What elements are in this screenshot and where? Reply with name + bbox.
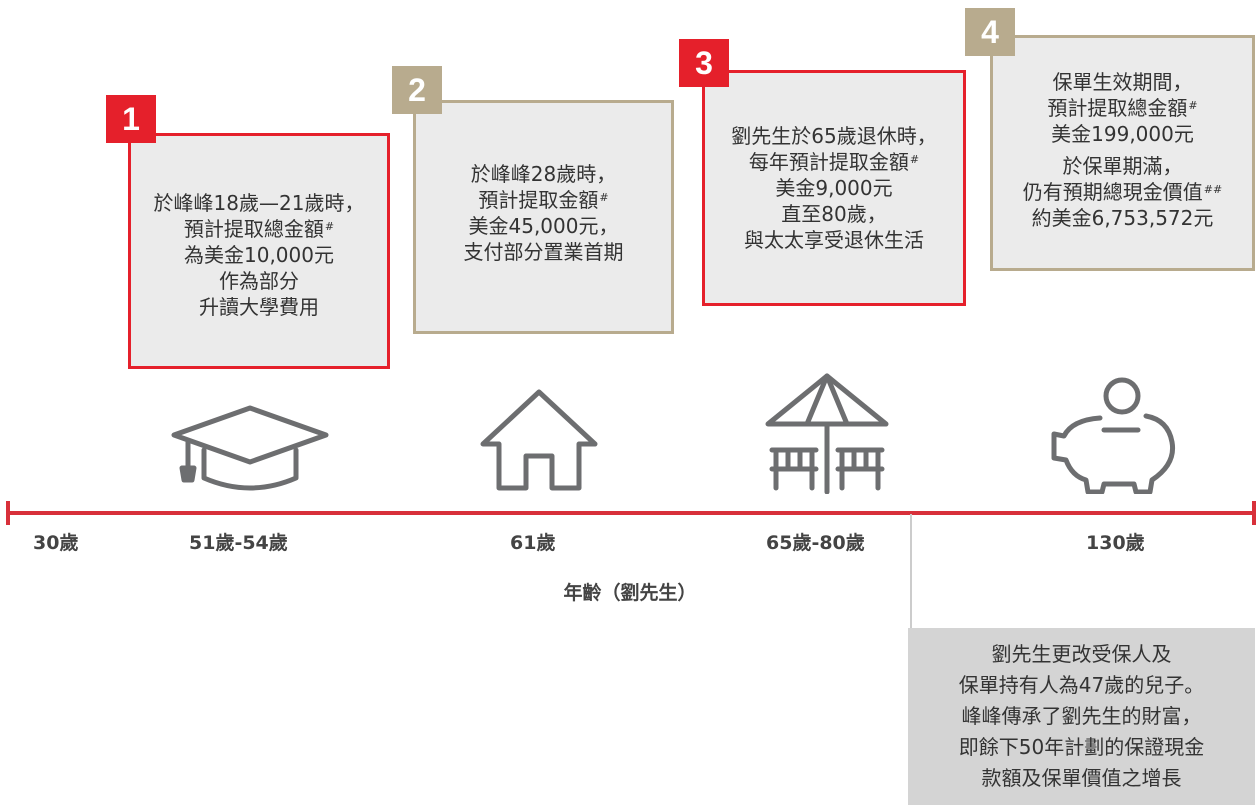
beach-umbrella-icon xyxy=(765,373,889,494)
step-2-line-1: 於峰峰28歲時， xyxy=(470,162,617,186)
timeline-start-tick xyxy=(6,501,10,525)
timeline-end-tick xyxy=(1252,501,1256,525)
step-3-line-4: 直至80歲， xyxy=(781,202,887,226)
note-line-2: 保單持有人為47歲的兒子。 xyxy=(958,673,1205,697)
step-3-footnote: # xyxy=(909,153,920,166)
age-label-30: 30歲 xyxy=(33,532,79,554)
step-2-line-2: 預計提取金額 xyxy=(478,188,599,212)
step-4-line-2: 預計提取總金額 xyxy=(1047,96,1188,120)
age-label-130: 130歲 xyxy=(1086,532,1145,554)
step-2-footnote: # xyxy=(599,191,609,204)
succession-note: 劉先生更改受保人及 保單持有人為47歲的兒子。 峰峰傳承了劉先生的財富， 即餘下… xyxy=(908,628,1255,805)
piggy-bank-icon xyxy=(1051,377,1176,494)
step-4-badge: 4 xyxy=(965,8,1015,56)
step-1-badge: 1 xyxy=(106,95,156,143)
step-2-line-3: 美金45,000元， xyxy=(468,214,619,238)
step-3-line-2: 每年預計提取金額 xyxy=(748,150,909,174)
age-label-61: 61歲 xyxy=(510,532,556,554)
step-4-line-1: 保單生效期間， xyxy=(1052,70,1193,94)
age-label-51-54: 51歲-54歲 xyxy=(189,532,288,554)
step-1-box: 於峰峰18歲—21歲時， 預計提取總金額# 為美金10,000元 作為部分 升讀… xyxy=(128,133,390,369)
note-line-4: 即餘下50年計劃的保證現金 xyxy=(958,735,1205,759)
step-3-line-3: 美金9,000元 xyxy=(775,176,893,200)
step-1-line-4: 作為部分 xyxy=(219,269,299,293)
age-label-65-80: 65歲-80歲 xyxy=(766,532,865,554)
step-4-line-5: 仍有預期總現金價值 xyxy=(1022,180,1203,204)
timeline-axis xyxy=(8,511,1256,515)
note-connector-line xyxy=(910,514,912,629)
step-4-footnote-2: ## xyxy=(1203,183,1223,196)
step-1-footnote: # xyxy=(324,220,335,233)
axis-title: 年齡（劉先生） xyxy=(563,582,697,604)
step-3-line-5: 與太太享受退休生活 xyxy=(744,228,924,252)
graduation-cap-icon xyxy=(171,405,329,491)
step-2-line-4: 支付部分置業首期 xyxy=(463,240,624,264)
step-4-line-6: 約美金6,753,572元 xyxy=(1031,206,1214,230)
step-2-badge: 2 xyxy=(392,66,442,114)
step-4-line-3: 美金199,000元 xyxy=(1051,122,1194,146)
note-line-3: 峰峰傳承了劉先生的財富， xyxy=(961,704,1202,728)
note-line-5: 款額及保單價值之增長 xyxy=(981,766,1182,790)
step-2-box: 於峰峰28歲時， 預計提取金額# 美金45,000元， 支付部分置業首期 xyxy=(413,100,674,334)
house-icon xyxy=(480,389,598,491)
step-1-line-3: 為美金10,000元 xyxy=(184,243,334,267)
step-1-line-5: 升讀大學費用 xyxy=(199,295,319,319)
note-line-1: 劉先生更改受保人及 xyxy=(991,642,1172,666)
step-1-line-2: 預計提取總金額 xyxy=(183,217,324,241)
step-4-footnote-1: # xyxy=(1188,99,1198,112)
step-4-line-4: 於保單期滿， xyxy=(1062,154,1183,178)
step-1-line-1: 於峰峰18歲—21歲時， xyxy=(153,191,365,215)
step-4-box: 保單生效期間， 預計提取總金額# 美金199,000元 於保單期滿， 仍有預期總… xyxy=(990,35,1255,271)
step-3-line-1: 劉先生於65歲退休時， xyxy=(731,124,937,148)
step-3-badge: 3 xyxy=(679,39,729,87)
step-3-box: 劉先生於65歲退休時， 每年預計提取金額# 美金9,000元 直至80歲， 與太… xyxy=(702,70,966,306)
